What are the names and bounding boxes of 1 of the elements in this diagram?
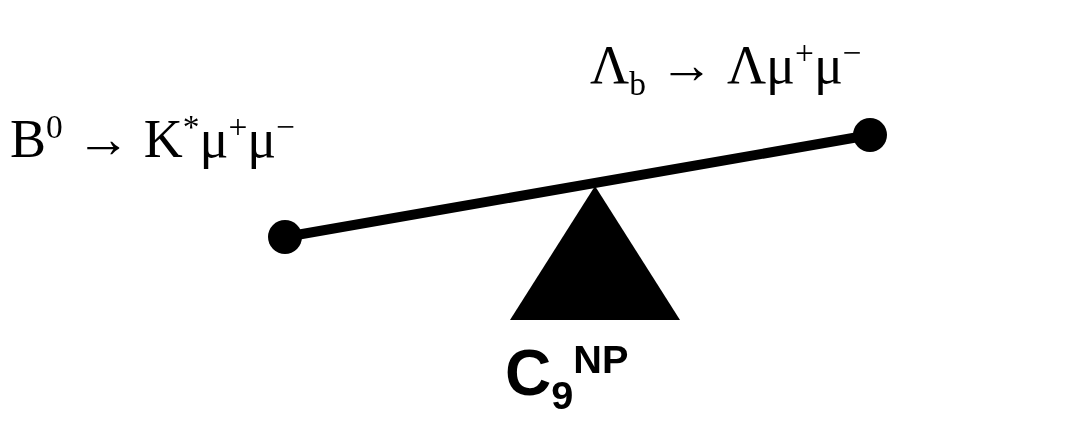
decay-formula: Λ$_{b}$ → Λμ$^{+}$μ$^{−}$	[590, 36, 862, 101]
